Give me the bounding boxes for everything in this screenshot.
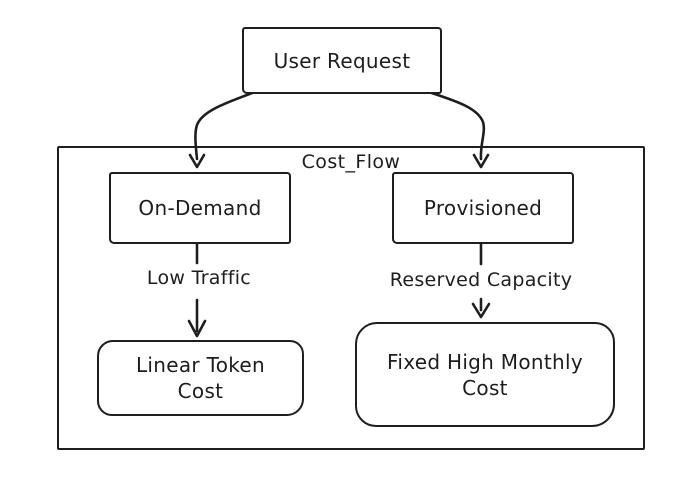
node-provisioned-label: Provisioned (423, 196, 543, 220)
node-on-demand-label: On-Demand (138, 196, 262, 220)
container-cost-flow-label: Cost_Flow (301, 151, 401, 173)
edge-label-reserved-capacity: Reserved Capacity (381, 269, 581, 291)
node-linear-token-cost-label: Linear Token Cost (135, 353, 266, 403)
node-fixed-high-monthly-cost: Fixed High Monthly Cost (355, 322, 615, 427)
node-linear-token-cost: Linear Token Cost (97, 340, 304, 416)
node-user-request: User Request (242, 27, 442, 94)
node-provisioned: Provisioned (392, 172, 574, 244)
edge-label-low-traffic: Low Traffic (119, 267, 279, 289)
node-on-demand: On-Demand (109, 172, 291, 244)
node-fixed-high-monthly-cost-label: Fixed High Monthly Cost (387, 349, 583, 400)
node-user-request-label: User Request (273, 48, 411, 73)
